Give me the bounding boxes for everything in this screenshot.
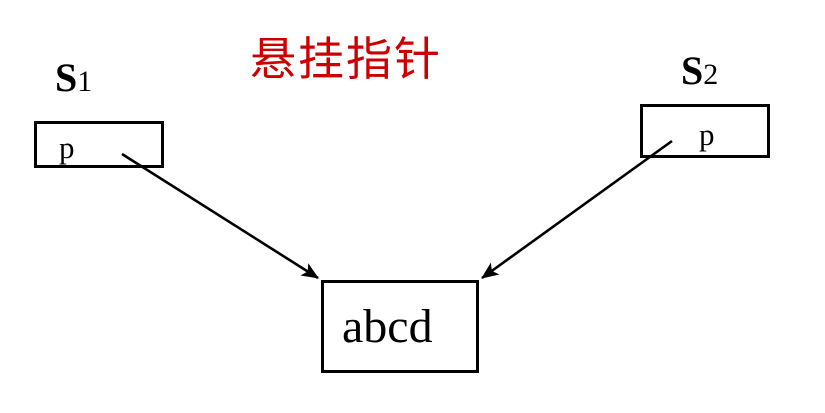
- node-label-s2: S2: [681, 51, 718, 91]
- node-box-abcd: abcd: [321, 280, 479, 373]
- node-label-s1-main: S: [55, 55, 78, 100]
- node-label-s2-main: S: [681, 48, 704, 93]
- arrow-s2-to-abcd: [481, 139, 673, 280]
- node-box-s1-content: p: [59, 130, 75, 165]
- node-box-s2-content: p: [699, 117, 715, 152]
- diagram-title: 悬挂指针: [250, 32, 442, 86]
- node-box-s1: p: [34, 121, 164, 168]
- node-label-s1: S1: [55, 58, 92, 98]
- arrow-s1-to-abcd: [121, 152, 319, 280]
- node-label-s2-subscript: 2: [703, 58, 719, 91]
- node-box-abcd-content: abcd: [342, 300, 433, 353]
- node-box-s2: p: [640, 104, 770, 158]
- node-label-s1-subscript: 1: [77, 65, 93, 98]
